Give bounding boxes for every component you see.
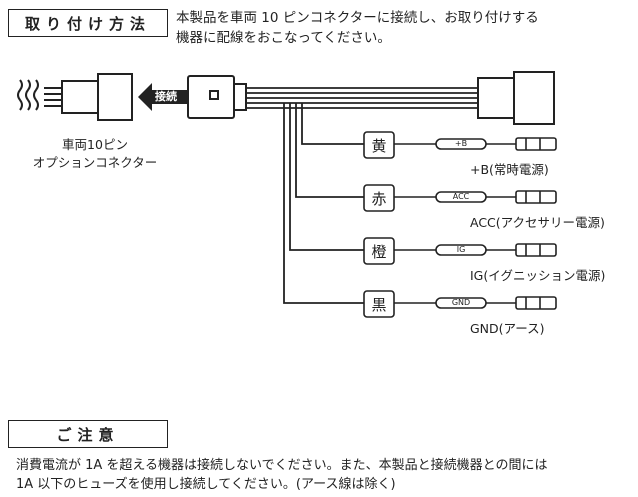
wire-tag-gnd: GND [451, 298, 471, 307]
connect-label: 接続 [155, 90, 177, 103]
wire-branch-graphics [363, 131, 516, 318]
wire-label-ig: IG(イグニッション電源) [470, 268, 606, 283]
intro-line-1: 本製品を車両 10 ピンコネクターに接続し、お取り付けする [176, 10, 539, 26]
install-title: 取り付け方法 [8, 9, 168, 37]
caution-line-1: 消費電流が 1A を超える機器は接続しないでください。また、本製品と接続機器との… [16, 458, 548, 473]
wire-label-gnd: GND(アース) [470, 321, 545, 336]
product-connector-icon [187, 75, 247, 119]
intro-line-2: 機器に配線をおこなってください。 [176, 30, 391, 46]
wire-label-b: +B(常時電源) [470, 162, 549, 177]
connector-name-line-1: 車両10ピン [62, 137, 128, 152]
harness-wave-icon [17, 79, 39, 111]
vehicle-connector-icon [44, 73, 133, 121]
caution-title: ご注意 [8, 420, 168, 448]
wire-color-black: 黒 [371, 296, 387, 314]
connector-name-line-2: オプションコネクター [32, 155, 158, 170]
wire-color-red: 赤 [371, 190, 387, 208]
wire-tag-ig: IG [456, 245, 466, 254]
wire-tag-acc: ACC [452, 192, 470, 201]
caution-line-2: 1A 以下のヒューズを使用し接続してください。(アース線は除く) [16, 477, 396, 492]
wire-color-yellow: 黄 [371, 137, 387, 155]
wire-color-orange: 橙 [371, 243, 387, 261]
connect-arrow-icon [138, 83, 188, 111]
wire-tag-b: +B [454, 139, 468, 148]
terminal-icons [515, 137, 557, 310]
output-connector-icon [477, 71, 555, 125]
wire-label-acc: ACC(アクセサリー電源) [470, 215, 605, 230]
